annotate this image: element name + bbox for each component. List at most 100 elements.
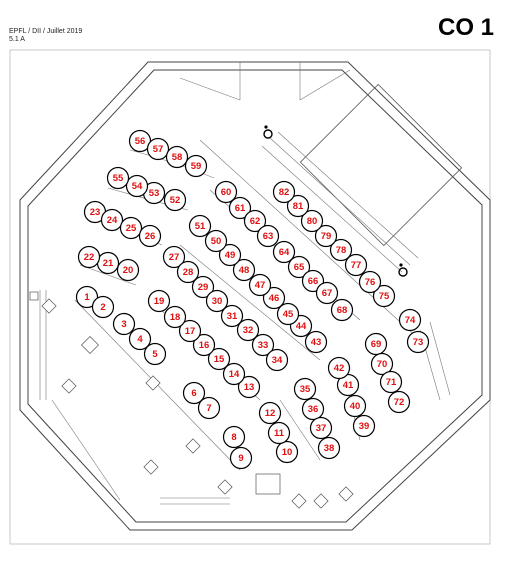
seat-marker-15: 15 [207,347,231,371]
seat-circle [372,284,396,308]
seat-marker-11: 11 [267,421,291,445]
seat-marker-28: 28 [176,260,200,284]
seat-marker-54: 54 [125,174,149,198]
seat-circle [370,352,394,376]
seat-number: 74 [405,315,416,326]
seat-circle [275,440,299,464]
seat-number: 69 [371,339,382,350]
seat-marker-8: 8 [222,425,246,449]
seat-circle [262,286,286,310]
seat-circle [358,270,382,294]
seat-marker-58: 58 [165,145,189,169]
seat-marker-17: 17 [178,319,202,343]
seat-number: 6 [191,388,196,399]
seat-circle [197,396,221,420]
seat-number: 23 [90,207,101,218]
seat-circle [309,416,333,440]
seat-circle [352,414,376,438]
seat-circle [248,273,272,297]
seat-number: 67 [322,288,333,299]
seat-number: 50 [211,236,222,247]
seat-circle [162,245,186,269]
seat-circle [287,255,311,279]
seat-marker-63: 63 [256,224,280,248]
seat-circle [205,289,229,313]
seat-circle [276,302,300,326]
seat-marker-2: 2 [91,295,115,319]
seat-circle [204,229,228,253]
seat-circle [220,304,244,328]
seat-circle [237,375,261,399]
seat-marker-34: 34 [265,348,289,372]
seat-number: 13 [244,382,255,393]
seat-circle [243,209,267,233]
seat-marker-62: 62 [243,209,267,233]
seat-number: 75 [379,291,390,302]
seat-number: 63 [263,231,274,242]
wheelchair-icon [263,125,273,139]
seat-number: 15 [214,354,225,365]
seat-marker-32: 32 [236,318,260,342]
seat-circle [182,381,206,405]
seat-number: 72 [394,397,405,408]
seat-circle [267,421,291,445]
seat-marker-21: 21 [96,251,120,275]
seat-marker-79: 79 [314,224,338,248]
seat-number: 19 [154,296,165,307]
seat-number: 59 [191,161,202,172]
seat-circle [119,216,143,240]
seat-circle [272,240,296,264]
seat-marker-40: 40 [343,394,367,418]
seat-marker-4: 4 [128,327,152,351]
seat-marker-75: 75 [372,284,396,308]
seat-number: 2 [100,302,105,313]
seat-circle [344,253,368,277]
seat-circle [106,166,130,190]
seat-circle [192,333,216,357]
seat-circle [265,348,289,372]
seat-circle [330,298,354,322]
seat-number: 18 [170,312,181,323]
seat-marker-23: 23 [83,200,107,224]
seat-circle [364,332,388,356]
seat-number: 24 [107,215,118,226]
seat-circle [191,275,215,299]
seat-number: 77 [351,260,362,271]
seat-circle [236,318,260,342]
seat-circle [336,373,360,397]
document-header: EPFL / DII / Juillet 2019 5.1 A [9,28,82,44]
seat-number: 48 [239,265,250,276]
seat-number: 58 [172,152,183,163]
seat-number: 22 [84,252,95,263]
seat-number: 40 [350,401,361,412]
seat-number: 33 [258,340,269,351]
seat-marker-6: 6 [182,381,206,405]
seat-number: 82 [279,187,290,198]
seat-number: 80 [307,216,318,227]
seat-marker-19: 19 [147,289,171,313]
seat-number: 11 [274,428,285,439]
seat-circle [138,224,162,248]
seat-marker-77: 77 [344,253,368,277]
seat-number: 16 [199,340,210,351]
seat-number: 79 [321,231,332,242]
seat-number: 49 [225,250,236,261]
seat-circle [398,308,422,332]
seat-circle [229,446,253,470]
seat-marker-16: 16 [192,333,216,357]
seat-number: 73 [413,337,424,348]
room-code: CO 1 [437,14,494,41]
seat-marker-52: 52 [163,188,187,212]
seat-marker-35: 35 [293,377,317,401]
seat-circle [178,319,202,343]
seat-circle [272,180,296,204]
header-date: EPFL / DII / Juillet 2019 [9,28,83,35]
seat-number: 1 [84,292,90,303]
seat-number: 42 [334,363,345,374]
seat-circle [188,214,212,238]
seat-circle [256,224,280,248]
seat-number: 9 [238,453,243,464]
seat-marker-42: 42 [327,356,351,380]
seat-marker-64: 64 [272,240,296,264]
seat-number: 76 [365,277,376,288]
